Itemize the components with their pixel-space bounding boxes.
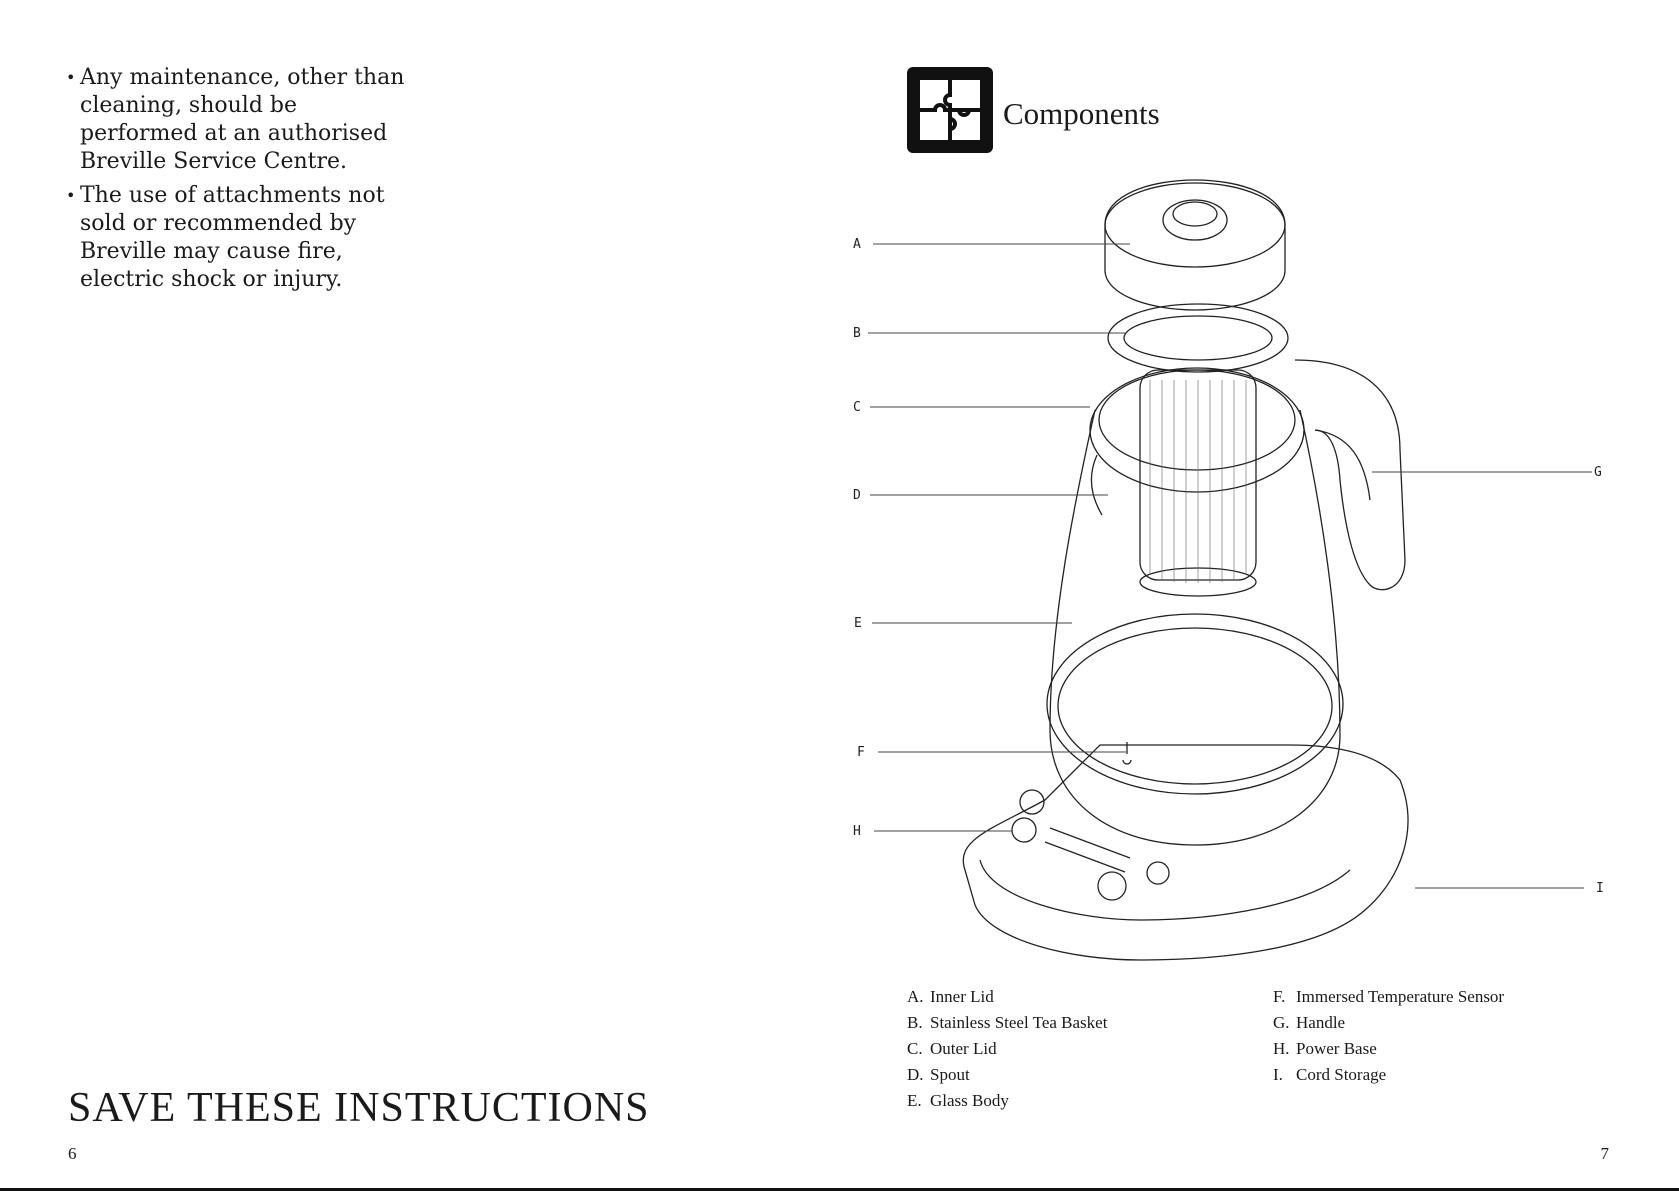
spout-shape <box>1090 454 1103 516</box>
callout-g: G <box>1594 465 1602 480</box>
legend-item: C.Outer Lid <box>907 1039 997 1058</box>
components-legend-column-2: F.Immersed Temperature Sensor G.Handle H… <box>1273 984 1504 1088</box>
temperature-sensor-shape <box>1122 742 1132 765</box>
power-base-button <box>1011 817 1037 843</box>
save-instructions-heading: SAVE THESE INSTRUCTIONS <box>68 1085 650 1131</box>
legend-item: B.Stainless Steel Tea Basket <box>907 1013 1108 1032</box>
bottom-rule <box>0 1188 1679 1191</box>
callout-e: E <box>854 616 862 631</box>
outer-lid-shape <box>1089 367 1305 493</box>
legend-item: E.Glass Body <box>907 1091 1009 1110</box>
legend-item: I.Cord Storage <box>1273 1065 1387 1084</box>
safety-bullet: Any maintenance, other than cleaning, sh… <box>66 64 406 176</box>
legend-item: H.Power Base <box>1273 1039 1377 1058</box>
left-page: Any maintenance, other than cleaning, sh… <box>0 0 840 1191</box>
right-page: Components <box>840 0 1679 1191</box>
callout-c: C <box>853 400 861 415</box>
power-base-button <box>1019 789 1045 815</box>
kettle-diagram: A B C D E F H G I <box>853 179 1604 961</box>
callout-i: I <box>1596 881 1604 896</box>
callout-h: H <box>853 824 861 839</box>
callout-f: F <box>857 745 865 760</box>
components-title: Components <box>1003 96 1160 131</box>
puzzle-icon <box>907 67 993 153</box>
page-number-left: 6 <box>68 1144 77 1163</box>
legend-item: D.Spout <box>907 1065 970 1084</box>
legend-item: G.Handle <box>1273 1013 1346 1032</box>
components-legend-column-1: A.Inner Lid B.Stainless Steel Tea Basket… <box>907 984 1107 1114</box>
handle-shape <box>1294 359 1406 591</box>
callout-a: A <box>853 237 861 252</box>
power-base-button <box>1146 861 1170 885</box>
safety-bullet-list: Any maintenance, other than cleaning, sh… <box>66 64 406 300</box>
callout-b: B <box>853 326 861 341</box>
power-base-shape <box>962 744 1409 961</box>
page-number-right: 7 <box>1600 1144 1610 1163</box>
legend-item: A.Inner Lid <box>907 987 994 1006</box>
safety-bullet: The use of attachments not sold or recom… <box>66 182 406 294</box>
legend-item: F.Immersed Temperature Sensor <box>1273 987 1505 1006</box>
power-base-button <box>1097 871 1127 901</box>
glass-body-shape <box>1049 409 1341 846</box>
callout-d: D <box>853 488 861 503</box>
